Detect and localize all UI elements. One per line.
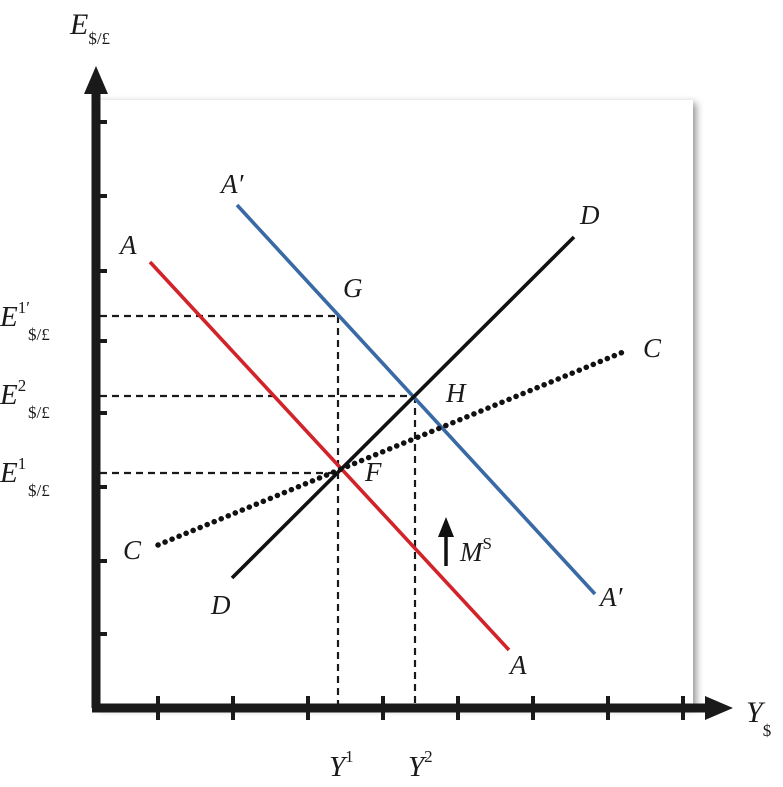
y-label-e1: E1 (0, 454, 26, 489)
aa-curve (148, 260, 511, 652)
dd-label-bottom: D (210, 590, 231, 620)
x-label-y1: Y1 (329, 747, 354, 783)
aa-prime-curve (235, 203, 597, 596)
point-g-label: G (343, 273, 363, 303)
aa-label-top: A (118, 230, 137, 260)
plot-panel (96, 100, 693, 706)
x-axis-ticks (156, 696, 685, 720)
point-f-label: F (364, 457, 382, 487)
y-axis-arrow (84, 66, 108, 94)
point-h-label: H (445, 378, 467, 408)
y-label-e2: E2 (0, 376, 26, 411)
y-label-e2-sub: $/£ (28, 403, 50, 422)
shift-arrow-head (438, 517, 454, 537)
cc-curve (155, 347, 631, 548)
cc-label-right: C (643, 333, 662, 363)
x-axis-arrow (705, 696, 733, 720)
x-label-y2: Y2 (408, 747, 433, 783)
aa-prime-label-bottom: A′ (598, 582, 623, 612)
cc-label-left: C (123, 535, 142, 565)
x-axis-title: Y$ (746, 696, 771, 740)
y-label-e1-prime-sub: $/£ (28, 325, 50, 344)
y-label-e1-prime: E1′ (0, 298, 30, 333)
y-axis-ticks (92, 120, 107, 636)
dd-label-top: D (579, 200, 600, 230)
y-label-e1-sub: $/£ (28, 481, 50, 500)
money-supply-shift-label: MS (459, 534, 492, 567)
guide-lines (100, 314, 417, 704)
aa-prime-label-top: A′ (219, 169, 244, 199)
y-axis-title: E$/£ (69, 8, 110, 48)
aa-label-bottom: A (508, 650, 527, 680)
dd-curve (230, 235, 576, 580)
